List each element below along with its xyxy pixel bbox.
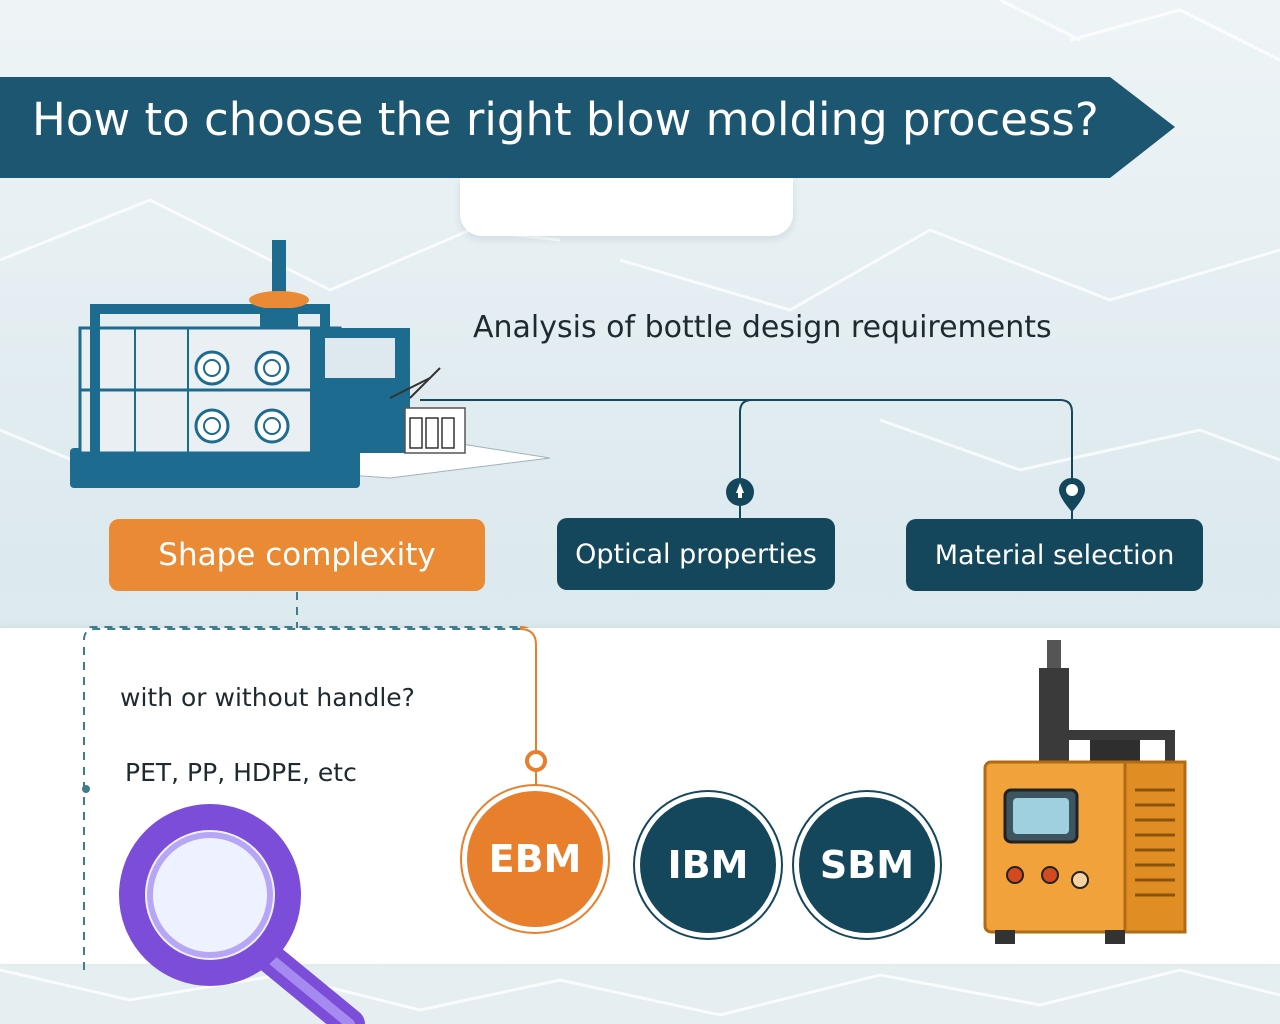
blow-molding-machine-icon (70, 240, 551, 488)
section-heading: Analysis of bottle design requirements (473, 310, 1052, 345)
process-ebm: EBM (467, 791, 603, 927)
category-shape-complexity: Shape complexity (109, 519, 485, 591)
note-materials: PET, PP, HDPE, etc (125, 758, 357, 787)
title-banner (0, 77, 1175, 178)
magnifier-icon (119, 804, 365, 1024)
note-handle: with or without handle? (120, 683, 415, 712)
molding-unit-icon (983, 640, 1187, 944)
process-ibm: IBM (640, 797, 776, 933)
category-optical-properties: Optical properties (557, 518, 835, 590)
tab-card (460, 178, 793, 236)
rocket-icon (726, 478, 754, 506)
category-material-selection: Material selection (906, 519, 1203, 591)
location-pin-icon (1059, 478, 1085, 512)
page-title: How to choose the right blow molding pro… (32, 93, 1099, 146)
process-sbm: SBM (799, 797, 935, 933)
